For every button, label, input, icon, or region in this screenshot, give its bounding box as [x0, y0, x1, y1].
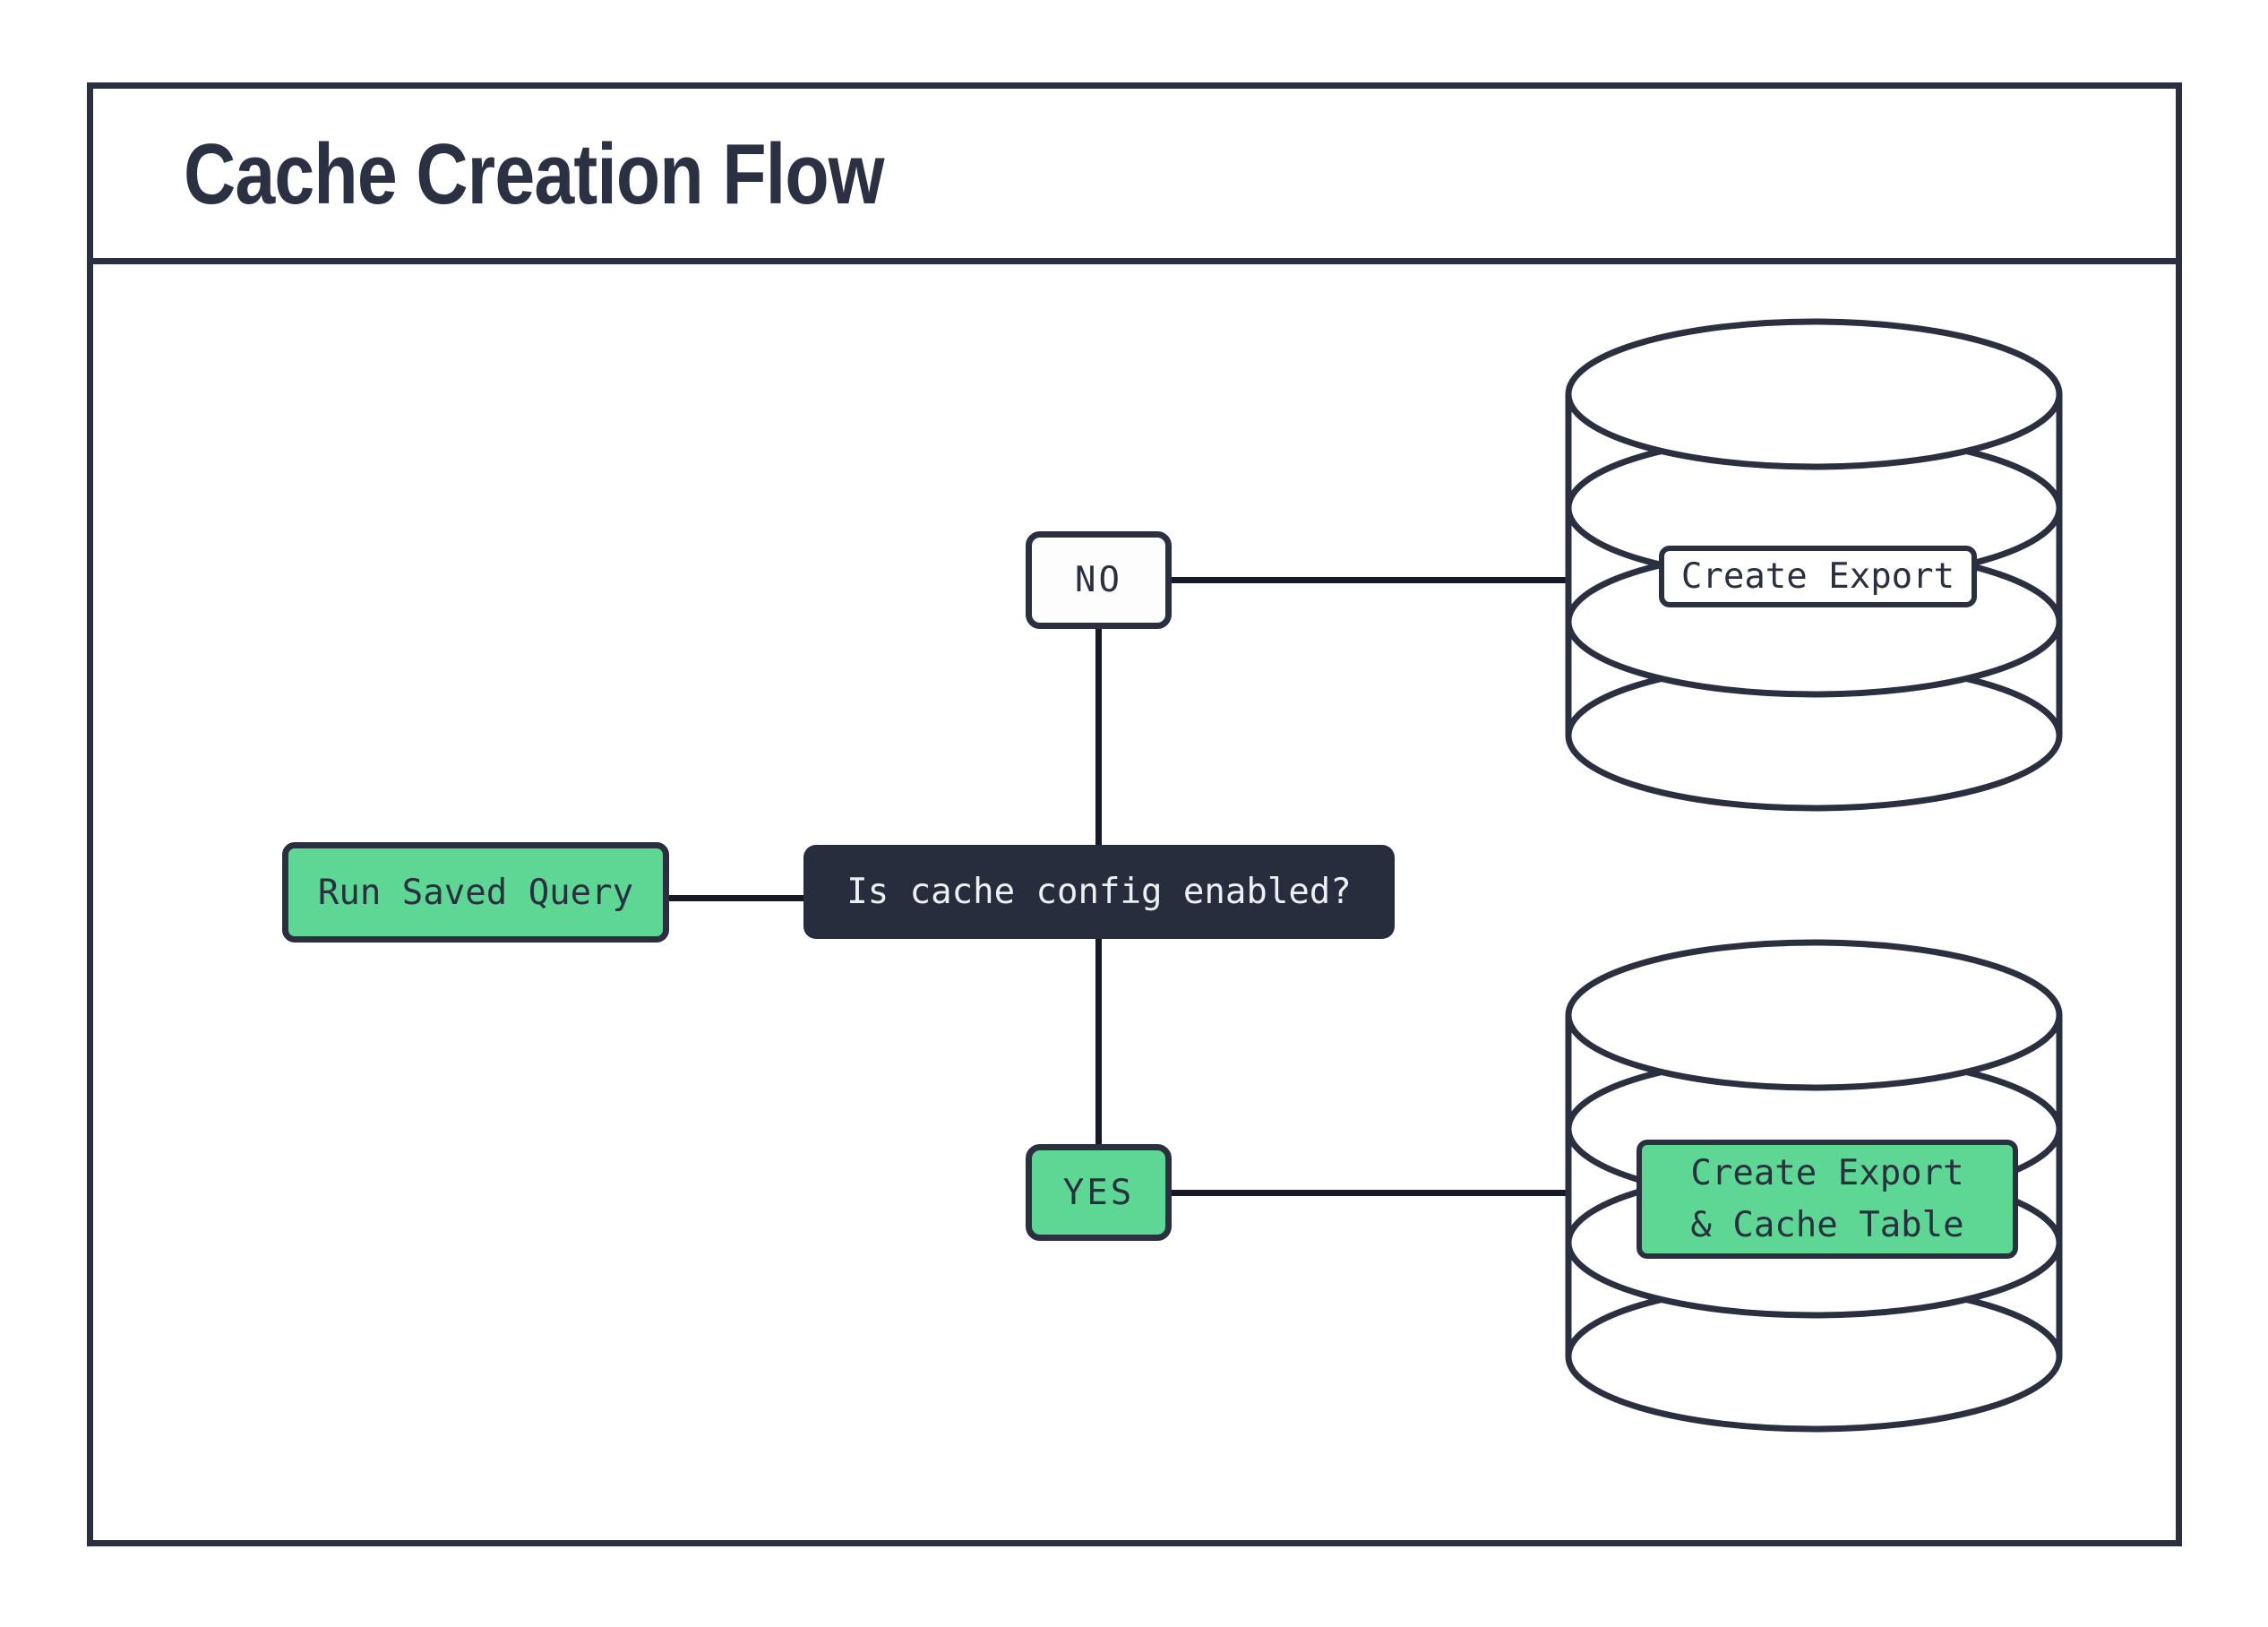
title-divider [87, 258, 2182, 264]
connector-decision-to-yes [1095, 939, 1102, 1144]
node-branch-yes: YES [1026, 1144, 1172, 1241]
node-branch-no: NO [1026, 531, 1172, 629]
db-label-create-export: Create Export [1659, 546, 1977, 607]
db-label-create-export-text: Create Export [1680, 556, 1955, 597]
node-run-saved-query-label: Run Saved Query [317, 872, 634, 913]
connector-yes-to-database [1172, 1190, 1568, 1196]
node-run-saved-query: Run Saved Query [282, 842, 669, 943]
connector-no-to-database [1172, 577, 1568, 583]
node-branch-no-label: NO [1075, 560, 1122, 600]
node-decision-cache-config: Is cache config enabled? [803, 845, 1395, 939]
database-icon-export [1565, 318, 2063, 812]
db-label-create-export-line2: & Cache Table [1690, 1204, 1964, 1245]
connector-decision-to-no [1095, 629, 1102, 845]
db-label-create-export-line1: Create Export [1690, 1152, 1964, 1193]
connector-start-to-decision [669, 895, 803, 901]
db-label-create-export-cache-table: Create Export & Cache Table [1637, 1140, 2018, 1259]
node-decision-label: Is cache config enabled? [846, 872, 1352, 912]
page-title: Cache Creation Flow [184, 126, 884, 222]
node-branch-yes-label: YES [1062, 1172, 1135, 1213]
